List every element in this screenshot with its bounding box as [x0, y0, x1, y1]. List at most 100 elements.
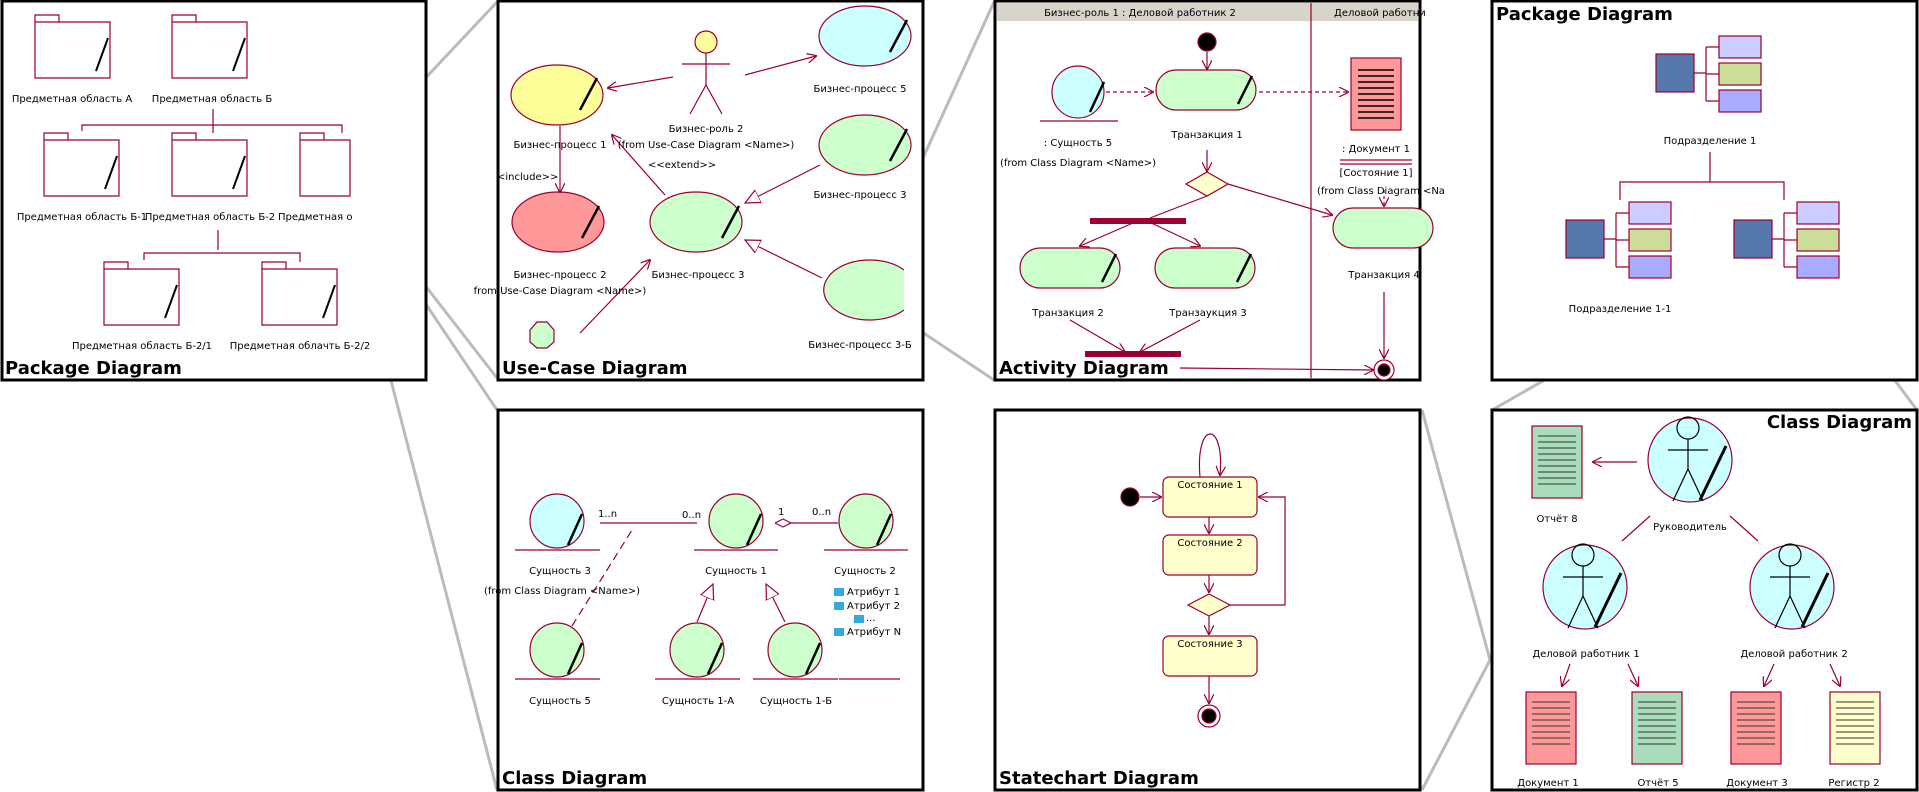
use-case-ellipse: [649, 191, 743, 253]
panel-class-diagram-left: Атрибут 1 Атрибут 2 ... Атрибут N 1..n 0…: [484, 408, 925, 792]
panel-package-diagram-left: Предметная область А Предметная область …: [0, 0, 428, 382]
stereotype-label: <include>>: [497, 172, 558, 183]
multiplicity-label: 0..n: [812, 507, 831, 518]
entity-label: Сущность 1: [705, 566, 767, 577]
use-case-label: Бизнес-процесс 3: [652, 270, 745, 281]
package-icon: [261, 261, 338, 326]
panel-title: Use-Case Diagram: [502, 358, 687, 379]
entity-label: Сущность 3: [529, 566, 591, 577]
state-node: [1162, 534, 1258, 576]
use-case-label: Бизнес-процесс 1: [514, 140, 607, 151]
entity-label: Сущность 1-Б: [760, 696, 832, 707]
entity-label: Сущность 2: [834, 566, 896, 577]
state-label: Состояние 3: [1177, 639, 1242, 650]
worker-label: Руководитель: [1653, 522, 1727, 533]
report-icon: [1631, 691, 1683, 765]
attribute-label: ...: [866, 613, 876, 624]
state-label: Состояние 2: [1177, 538, 1242, 549]
worker-label: Деловой работник 2: [1740, 649, 1847, 660]
register-label: Регистр 2: [1828, 778, 1879, 789]
state-node: [1162, 476, 1258, 518]
activity-label: Транзакция 1: [1170, 130, 1242, 141]
entity-icon: [767, 622, 823, 678]
object-state-label: [Состояние 1]: [1339, 168, 1412, 179]
activity-node: [1155, 69, 1257, 111]
actor-from-label: (from Use-Case Diagram <Name>): [618, 140, 795, 151]
register-icon: [1829, 691, 1881, 765]
activity-node: [1154, 247, 1256, 289]
worker-icon: [1749, 544, 1835, 630]
entity-icon: [529, 622, 585, 678]
org-unit-icon: [1565, 201, 1672, 279]
actor-label: Бизнес-роль 2: [669, 124, 744, 135]
package-label: Предметная область А: [12, 94, 133, 105]
activity-label: Транзаукция 3: [1168, 308, 1246, 319]
package-icon: [171, 14, 248, 79]
actor-icon: [529, 321, 555, 349]
use-case-ellipse: [818, 114, 912, 176]
use-case-label: Бизнес-процесс 3-Б: [808, 340, 912, 351]
package-icon: [171, 132, 248, 197]
org-unit-icon: [1655, 35, 1762, 113]
use-case-label: Бизнес-процесс 2: [514, 270, 607, 281]
entity-label: Сущность 1-А: [662, 696, 734, 707]
entity-icon: [529, 493, 585, 549]
package-icon: [103, 261, 180, 326]
activity-label: Транзакция 4: [1347, 270, 1419, 281]
document-icon: [1525, 691, 1577, 765]
entity-label: Сущность 5: [529, 696, 591, 707]
state-node: [1162, 635, 1258, 677]
object-icon: [1051, 65, 1105, 119]
swimlane-header: Деловой работни: [1334, 8, 1426, 19]
package-label: Предметная область Б-1: [17, 212, 147, 223]
start-node: [1120, 487, 1140, 507]
entity-icon: [669, 622, 725, 678]
document-icon: [1730, 691, 1782, 765]
package-label: Предметная о: [278, 212, 352, 223]
swimlane-header: Бизнес-роль 1 : Деловой работник 2: [1044, 8, 1236, 19]
panel-title: Package Diagram: [1496, 4, 1673, 25]
multiplicity-label: 0..n: [682, 510, 701, 521]
attribute-list: Атрибут 1 Атрибут 2 ... Атрибут N: [834, 587, 901, 638]
panel-activity-diagram: Бизнес-роль 1 : Деловой работник 2 Делов…: [993, 0, 1445, 382]
worker-icon: [1647, 417, 1733, 503]
panel-title: Activity Diagram: [999, 358, 1169, 379]
multiplicity-label: 1: [778, 507, 784, 518]
state-label: Состояние 1: [1177, 480, 1242, 491]
panel-title: Class Diagram: [1767, 412, 1912, 433]
use-case-ellipse: [818, 5, 912, 67]
attribute-label: Атрибут 2: [847, 601, 900, 612]
report-label: Отчёт 8: [1536, 514, 1577, 525]
activity-node: [1332, 207, 1434, 249]
use-case-label: Бизнес-процесс 5: [814, 84, 907, 95]
fork-bar: [1090, 218, 1186, 224]
attribute-label: Атрибут 1: [847, 587, 900, 598]
entity-from-label: (from Class Diagram <Name>): [484, 586, 640, 597]
document-label: Документ 1: [1517, 778, 1579, 789]
panel-statechart-diagram: Состояние 1 Состояние 2 Состояние 3 Stat…: [993, 408, 1422, 792]
org-unit-icon: [1733, 201, 1840, 279]
object-from-label: (from Class Diagram <Name>): [1000, 158, 1156, 169]
use-case-label: from Use-Case Diagram <Name>): [474, 286, 647, 297]
entity-icon: [708, 493, 764, 549]
actor-icon: [682, 30, 730, 115]
report-label: Отчёт 5: [1637, 778, 1678, 789]
package-label: Предметная область Б-2: [145, 212, 275, 223]
attribute-label: Атрибут N: [847, 627, 901, 638]
package-icon: [43, 132, 120, 197]
worker-label: Деловой работник 1: [1532, 649, 1639, 660]
package-label: Предметная область Б: [152, 94, 273, 105]
stereotype-label: <<extend>>: [648, 160, 716, 171]
entity-icon: [838, 493, 894, 549]
panel-title: Statechart Diagram: [999, 768, 1199, 789]
document-label: Документ 3: [1726, 778, 1788, 789]
package-label: Предметная облачть Б-2/2: [230, 341, 371, 352]
join-bar: [1085, 351, 1181, 357]
activity-label: Транзакция 2: [1031, 308, 1103, 319]
multiplicity-label: 1..n: [598, 509, 617, 520]
panel-package-diagram-right: Подразделение 1 Подразделение 1-1 Packag…: [1490, 0, 1919, 382]
panel-title: Package Diagram: [5, 358, 182, 379]
package-icon: [299, 132, 351, 197]
use-case-ellipse: [823, 259, 905, 321]
